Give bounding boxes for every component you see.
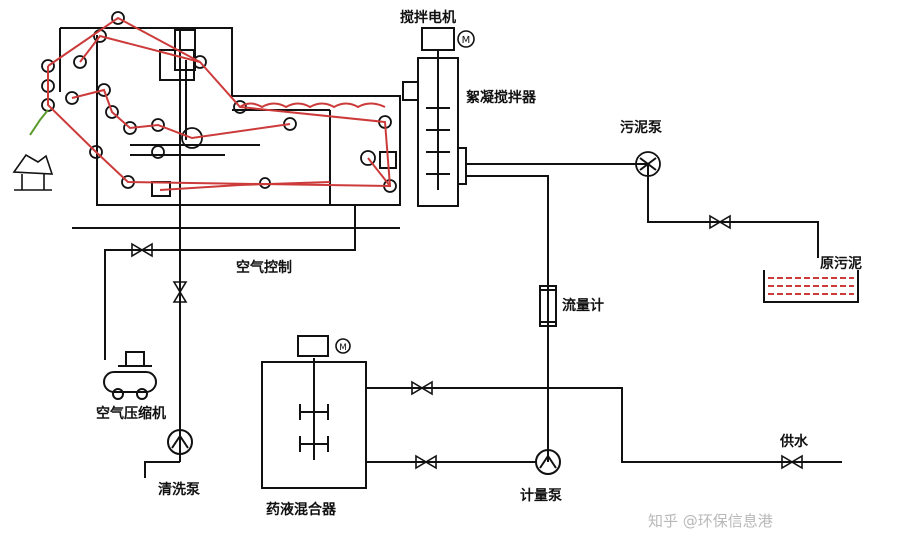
- wash-valve[interactable]: [172, 281, 188, 303]
- chemical-dosing-line: [466, 175, 549, 462]
- press-rollers: [41, 11, 397, 193]
- label-metering-pump: 计量泵: [520, 487, 562, 504]
- label-air-compressor: 空气压缩机: [96, 405, 166, 422]
- stir-motor[interactable]: [421, 27, 475, 58]
- water-supply-line: [366, 387, 842, 463]
- tank-motor[interactable]: [297, 335, 351, 357]
- belt-press-frame: [59, 27, 401, 462]
- supply-valve-3[interactable]: [781, 454, 803, 470]
- label-stir-motor: 搅拌电机: [400, 9, 456, 26]
- label-raw-sludge: 原污泥: [820, 255, 862, 272]
- label-coag-mixer: 絮凝搅拌器: [466, 89, 537, 106]
- air-valve[interactable]: [131, 242, 153, 258]
- clean-water-line: [144, 461, 180, 478]
- air-compressor[interactable]: [103, 351, 157, 400]
- raw-sludge-line: [466, 163, 819, 258]
- watermark: 知乎 @环保信息港: [648, 512, 773, 530]
- svg-text:M: M: [339, 343, 347, 353]
- label-water-supply: 供水: [779, 433, 809, 450]
- sludge-pump[interactable]: [635, 151, 661, 177]
- raw-sludge-tank: [763, 270, 859, 303]
- coagulation-mixer: [402, 52, 467, 207]
- supply-valve-2[interactable]: [415, 454, 437, 470]
- filter-belt: [47, 16, 392, 191]
- chemical-mixing-tank: [261, 358, 367, 489]
- sludge-discharge: [12, 109, 54, 191]
- metering-pump[interactable]: [535, 449, 561, 475]
- label-clean-pump: 清洗泵: [158, 481, 200, 498]
- label-sludge-pump: 污泥泵: [620, 119, 662, 136]
- svg-text:M: M: [462, 35, 471, 46]
- label-air-control: 空气控制: [236, 259, 292, 276]
- supply-valve-1[interactable]: [411, 380, 433, 396]
- label-chem-mixer: 药液混合器: [266, 501, 337, 518]
- upper-press-box: [159, 49, 195, 81]
- label-flowmeter: 流量计: [562, 297, 604, 314]
- clean-pump[interactable]: [167, 429, 193, 455]
- air-control-line: [104, 205, 356, 360]
- sludge-valve[interactable]: [709, 214, 731, 230]
- flowmeter[interactable]: [539, 285, 557, 327]
